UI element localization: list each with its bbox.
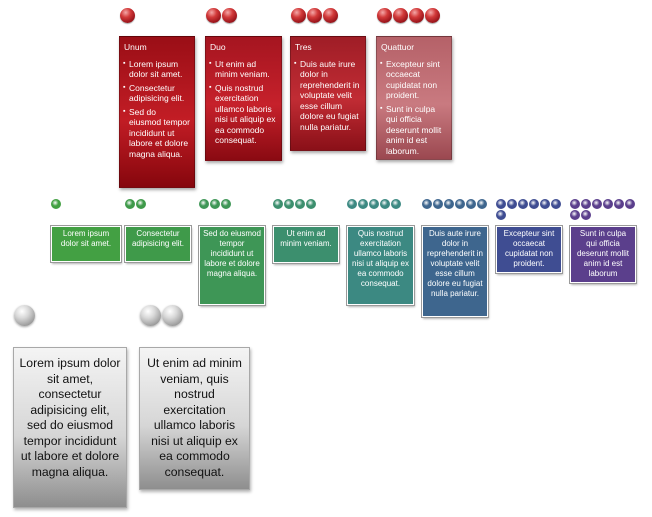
- middle-dot: [391, 199, 401, 209]
- grey-dot: [140, 305, 161, 326]
- list-item: Duis aute irure dolor in reprehenderit i…: [294, 59, 361, 133]
- red-dot: [222, 8, 237, 23]
- red-dot: [291, 8, 306, 23]
- top-card-list: Lorem ipsum dolor sit amet. Consectetur …: [123, 59, 190, 160]
- middle-dot: [358, 199, 368, 209]
- middle-dot: [295, 199, 305, 209]
- middle-dot: [51, 199, 61, 209]
- red-dot: [377, 8, 392, 23]
- red-dot: [409, 8, 424, 23]
- middle-dot: [540, 199, 550, 209]
- middle-dot: [136, 199, 146, 209]
- middle-dot: [592, 199, 602, 209]
- top-card-title: Duo: [210, 42, 226, 52]
- middle-dot-group-2: [125, 199, 191, 209]
- top-card-3: Tres Duis aute irure dolor in reprehende…: [290, 36, 366, 151]
- middle-card-4: Ut enim ad minim veniam.: [273, 226, 339, 263]
- list-item: Sunt in culpa qui officia deserunt molli…: [380, 104, 447, 157]
- top-card-2: Duo Ut enim ad minim veniam. Quis nostru…: [205, 36, 282, 161]
- red-dot-group-2: [206, 8, 237, 23]
- middle-dot-group-4: [273, 199, 339, 209]
- list-item: Lorem ipsum dolor sit amet.: [123, 59, 190, 80]
- middle-dot-group-6: [422, 199, 488, 209]
- middle-dot: [284, 199, 294, 209]
- red-dot-group-3: [291, 8, 338, 23]
- red-dot: [393, 8, 408, 23]
- grey-dot: [162, 305, 183, 326]
- middle-dot: [273, 199, 283, 209]
- middle-dot: [466, 199, 476, 209]
- middle-dot: [570, 210, 580, 220]
- middle-dot: [581, 199, 591, 209]
- top-card-list: Excepteur sint occaecat cupidatat non pr…: [380, 59, 447, 157]
- middle-dot: [496, 210, 506, 220]
- middle-dot-group-1: [51, 199, 121, 209]
- red-dot: [307, 8, 322, 23]
- middle-dot-group-8: [570, 199, 636, 220]
- grey-dot-group-1: [14, 305, 35, 326]
- top-card-title: Unum: [124, 42, 147, 52]
- red-dot: [120, 8, 135, 23]
- middle-dot: [581, 210, 591, 220]
- red-dot-group-4: [377, 8, 440, 23]
- middle-card-3: Sed do eiusmod tempor incididunt ut labo…: [199, 226, 265, 305]
- middle-dot: [518, 199, 528, 209]
- middle-dot: [433, 199, 443, 209]
- middle-dot: [496, 199, 506, 209]
- grey-dot-group-2: [140, 305, 183, 326]
- middle-dot-group-3: [199, 199, 265, 209]
- top-card-list: Duis aute irure dolor in reprehenderit i…: [294, 59, 361, 133]
- grey-dot: [14, 305, 35, 326]
- top-card-1: Unum Lorem ipsum dolor sit amet. Consect…: [119, 36, 195, 188]
- top-card-4: Quattuor Excepteur sint occaecat cupidat…: [376, 36, 452, 160]
- middle-dot: [210, 199, 220, 209]
- middle-dot: [199, 199, 209, 209]
- middle-dot: [369, 199, 379, 209]
- middle-card-8: Sunt in culpa qui officia deserunt molli…: [570, 226, 636, 283]
- middle-dot: [551, 199, 561, 209]
- top-card-title: Tres: [295, 42, 312, 52]
- red-dot: [206, 8, 221, 23]
- middle-dot: [380, 199, 390, 209]
- middle-dot: [444, 199, 454, 209]
- red-dot-group-1: [120, 8, 135, 23]
- middle-dot: [125, 199, 135, 209]
- red-dot: [323, 8, 338, 23]
- middle-card-7: Excepteur sint occaecat cupidatat non pr…: [496, 226, 562, 273]
- middle-dot: [625, 199, 635, 209]
- list-item: Consectetur adipisicing elit.: [123, 83, 190, 104]
- middle-dot: [614, 199, 624, 209]
- bottom-card-2: Ut enim ad minim veniam, quis nostrud ex…: [139, 347, 250, 490]
- middle-dot: [477, 199, 487, 209]
- middle-card-2: Consectetur adipisicing elit.: [125, 226, 191, 262]
- middle-dot: [347, 199, 357, 209]
- middle-card-5: Quis nostrud exercitation ullamco labori…: [347, 226, 414, 305]
- list-item: Ut enim ad minim veniam.: [209, 59, 277, 80]
- list-item: Excepteur sint occaecat cupidatat non pr…: [380, 59, 447, 101]
- middle-dot-group-5: [347, 199, 414, 209]
- middle-dot: [529, 199, 539, 209]
- middle-card-6: Duis aute irure dolor in reprehenderit i…: [422, 226, 488, 317]
- bottom-card-1: Lorem ipsum dolor sit amet, consectetur …: [13, 347, 127, 508]
- top-card-list: Ut enim ad minim veniam. Quis nostrud ex…: [209, 59, 277, 146]
- middle-dot: [306, 199, 316, 209]
- top-card-title: Quattuor: [381, 42, 415, 52]
- middle-dot: [570, 199, 580, 209]
- middle-dot-group-7: [496, 199, 562, 220]
- middle-card-1: Lorem ipsum dolor sit amet.: [51, 226, 121, 262]
- middle-dot: [603, 199, 613, 209]
- middle-dot: [507, 199, 517, 209]
- middle-dot: [422, 199, 432, 209]
- middle-dot: [455, 199, 465, 209]
- list-item: Sed do eiusmod tempor incididunt ut labo…: [123, 107, 190, 160]
- middle-dot: [221, 199, 231, 209]
- list-item: Quis nostrud exercitation ullamco labori…: [209, 83, 277, 146]
- red-dot: [425, 8, 440, 23]
